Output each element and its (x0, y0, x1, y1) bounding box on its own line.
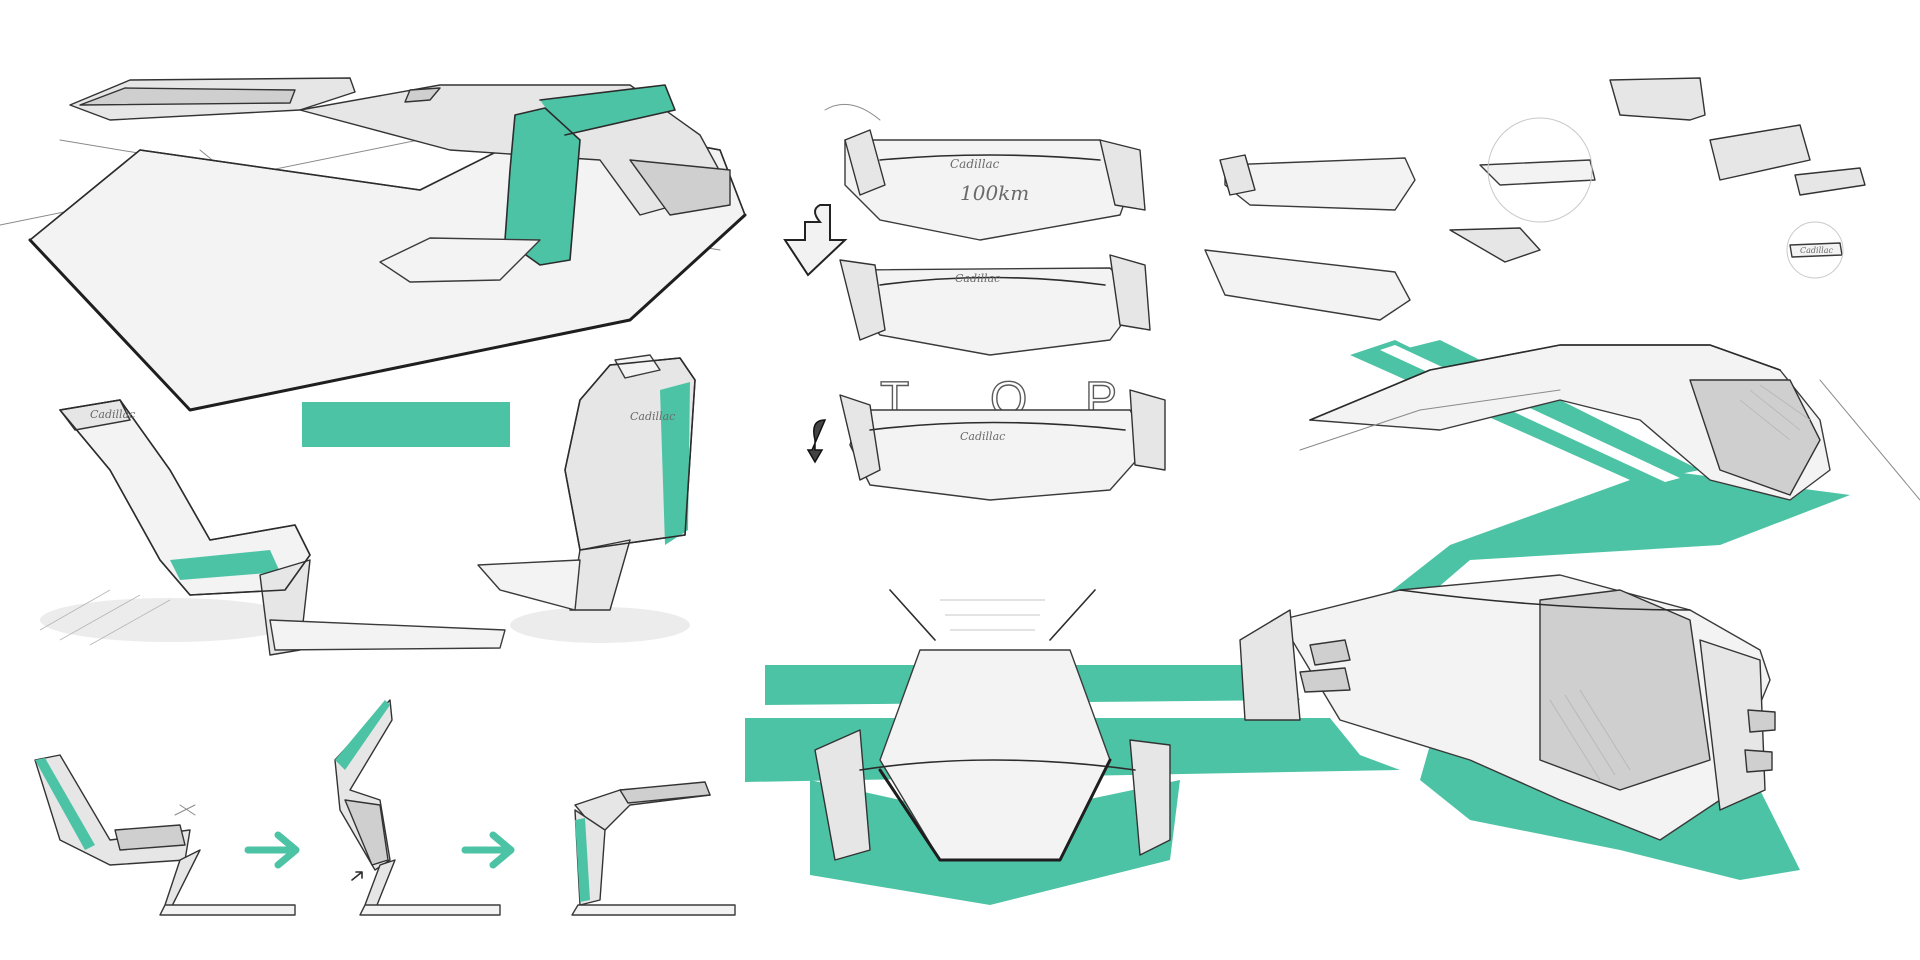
accent-bar-top-left (302, 402, 510, 447)
seat-transform-step-2 (334, 699, 501, 916)
controller-sketch-top: Cadillac 100km (824, 103, 1146, 241)
seat-transform-step-3 (571, 781, 736, 916)
distance-label: 100km (960, 181, 1029, 205)
controller-sketch-bottom: T O P Cadillac (806, 372, 1166, 501)
console-three-quarter-sketch (1239, 574, 1776, 841)
console-front-view-sketch (810, 589, 1180, 905)
thumb-brand-script: Cadillac (1800, 246, 1833, 255)
dashboard-beam-perspective-sketch (1299, 344, 1920, 501)
controller-bottom-brand-script: Cadillac (960, 430, 1005, 443)
seat-transform-step-1 (34, 754, 296, 916)
controller-middle-brand-script: Cadillac (955, 272, 1000, 285)
flow-arrow-2 (461, 831, 515, 869)
seat-sketch-side-view: Cadillac (39, 399, 506, 656)
dashboard-platform-sketch (0, 77, 747, 412)
controller-top-brand-script: Cadillac (950, 157, 1000, 171)
thumbnail-sketches: Cadillac (1204, 77, 1866, 321)
seat-rear-brand-script: Cadillac (630, 410, 675, 423)
rotate-arrow-icon (783, 204, 848, 277)
flow-arrow-1 (244, 831, 300, 869)
seat-brand-script: Cadillac (90, 408, 135, 421)
seat-sketch-rear-view: Cadillac (477, 354, 696, 643)
controller-sketch-middle: Cadillac (839, 254, 1151, 356)
